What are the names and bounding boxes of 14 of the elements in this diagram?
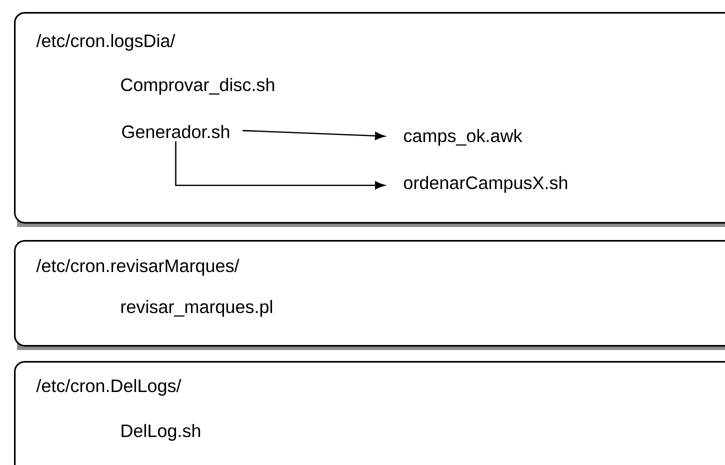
- arrow: [175, 141, 385, 190]
- script-name: camps_ok.awk: [404, 128, 522, 146]
- folder-box: [14, 361, 725, 465]
- script-name: Generador.sh: [122, 124, 230, 138]
- folder-path: /etc/cron.logsDia/: [36, 34, 176, 51]
- folder-box: [14, 240, 725, 350]
- arrow: [242, 130, 385, 140]
- folder-box: [14, 12, 725, 227]
- script-name: Comprovar_disc.sh: [121, 78, 274, 95]
- folder-path: /etc/cron.DelLogs/: [36, 378, 182, 396]
- script-name: revisar_marques.pl: [121, 300, 272, 317]
- folder-path: /etc/cron.revisarMarques/: [36, 258, 240, 276]
- script-name: DelLog.sh: [122, 424, 200, 441]
- script-name: ordenarCampusX.sh: [404, 176, 568, 193]
